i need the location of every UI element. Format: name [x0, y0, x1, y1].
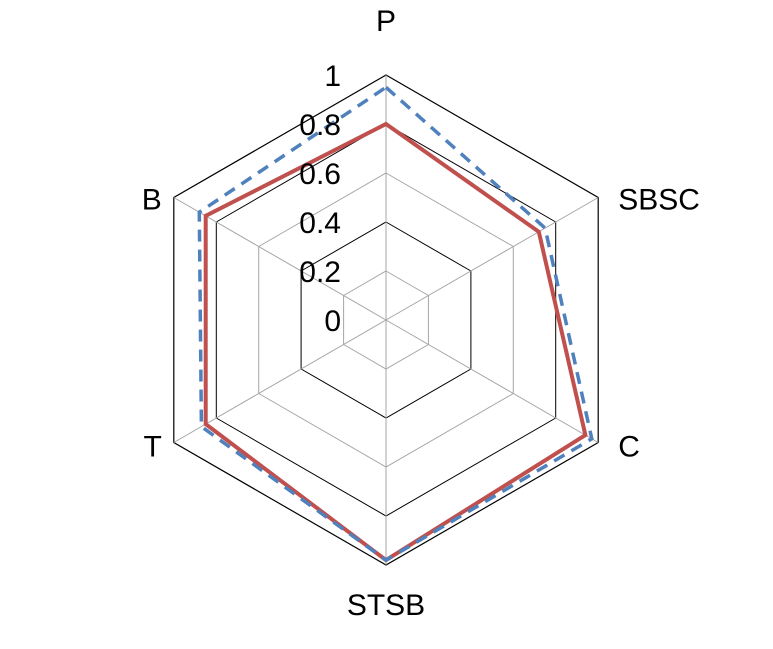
- tick-labels: 0 0.2 0.4 0.6 0.8 1: [299, 60, 341, 338]
- axis-label-b: B: [142, 184, 162, 217]
- tick-label-0-6: 0.6: [299, 158, 341, 191]
- axis-label-c: C: [618, 431, 640, 464]
- spoke-c: [385, 319, 599, 443]
- axis-label-p: P: [376, 5, 396, 38]
- tick-label-0: 0: [324, 305, 341, 338]
- tick-label-0-4: 0.4: [299, 207, 341, 240]
- spoke-t: [173, 319, 387, 443]
- tick-label-1: 1: [324, 60, 341, 93]
- series-2-line: [197, 85, 594, 563]
- axis-label-stsb: STSB: [347, 589, 425, 622]
- series-lines: [197, 85, 594, 563]
- series-1-line: [203, 121, 588, 563]
- spoke-b: [173, 197, 387, 321]
- axis-labels: P SBSC C STSB T B: [142, 5, 700, 622]
- spokes: [173, 75, 599, 565]
- tick-label-0-2: 0.2: [299, 256, 341, 289]
- spoke-sbsc: [385, 197, 599, 321]
- axis-label-sbsc: SBSC: [618, 184, 700, 217]
- axis-label-t: T: [143, 431, 161, 464]
- tick-label-0-8: 0.8: [299, 109, 341, 142]
